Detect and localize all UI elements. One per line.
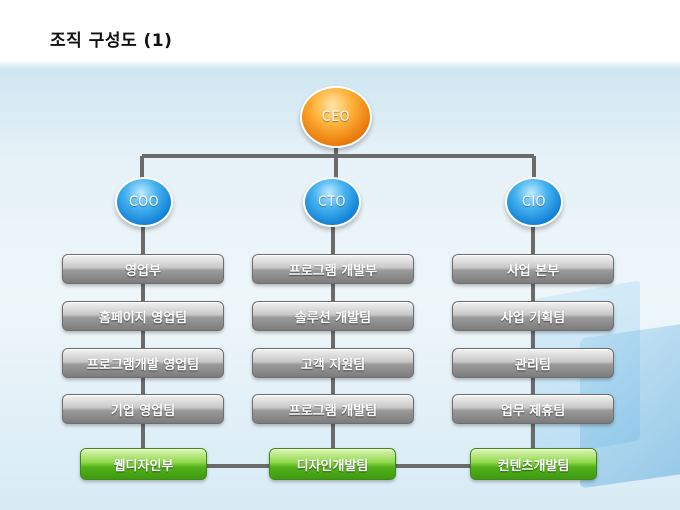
title-bar	[0, 0, 680, 62]
bottom-team-box: 컨텐츠개발팀	[470, 448, 597, 480]
dept-box: 고객 지원팀	[252, 348, 414, 378]
bottom-team-box: 웹디자인부	[80, 448, 207, 480]
cio-node: CIO	[505, 177, 563, 227]
coo-node: COO	[115, 177, 173, 227]
ceo-node: CEO	[300, 86, 372, 148]
dept-box: 관리팀	[452, 348, 614, 378]
dept-box: 프로그램 개발부	[252, 254, 414, 284]
dept-box: 프로그램 개발팀	[252, 394, 414, 424]
dept-box: 프로그램개발 영업팀	[62, 348, 224, 378]
page-title: 조직 구성도 (1)	[50, 31, 173, 51]
dept-box: 사업 기획팀	[452, 301, 614, 331]
dept-box: 사업 본부	[452, 254, 614, 284]
dept-box: 솔루션 개발팀	[252, 301, 414, 331]
dept-box: 업무 제휴팀	[452, 394, 614, 424]
dept-box: 기업 영업팀	[62, 394, 224, 424]
dept-box: 홈페이지 영업팀	[62, 301, 224, 331]
dept-box: 영업부	[62, 254, 224, 284]
cto-node: CTO	[303, 177, 361, 227]
bottom-team-box: 디자인개발팀	[269, 448, 396, 480]
